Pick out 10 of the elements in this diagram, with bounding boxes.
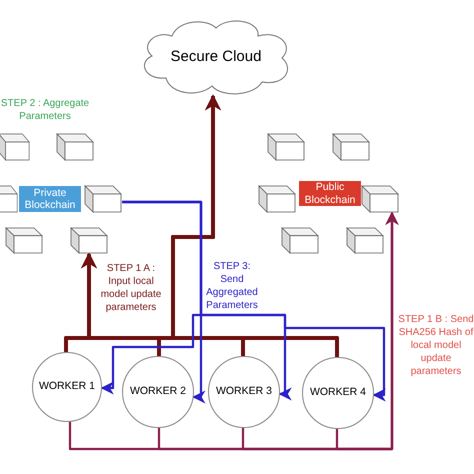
step-label: STEP 3: Send Aggregated Parameters	[205, 260, 259, 312]
blockchain-label: Public Blockchain	[299, 181, 361, 206]
arrow	[171, 94, 339, 358]
step-label: STEP 1 A : Input local model update parameters	[100, 262, 162, 314]
step-label: STEP 2 : Aggregate Parameters	[0, 97, 90, 123]
cloud-label: Secure Cloud	[170, 46, 262, 67]
blockchain-label: Private Blockchain	[19, 186, 81, 212]
arrow	[336, 212, 399, 450]
step-label: STEP 1 B : Send SHA256 Hash of local model update parameters	[398, 313, 474, 378]
arrow	[122, 200, 386, 402]
